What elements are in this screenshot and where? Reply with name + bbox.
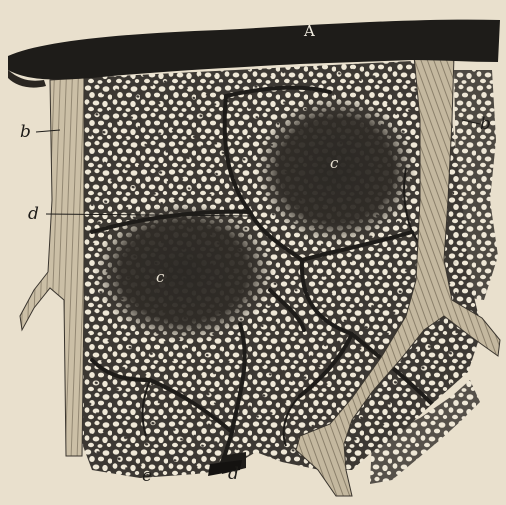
label-c-upper: c (330, 156, 338, 171)
label-c-lower: c (156, 270, 164, 285)
label-d-lower: d (228, 466, 239, 483)
outer-tissue-right (450, 70, 498, 300)
label-a: A (304, 24, 315, 39)
label-b-right: b (480, 116, 491, 133)
label-b-left: b (20, 124, 31, 141)
label-d-upper: d (28, 206, 39, 223)
label-e: e (142, 468, 152, 485)
